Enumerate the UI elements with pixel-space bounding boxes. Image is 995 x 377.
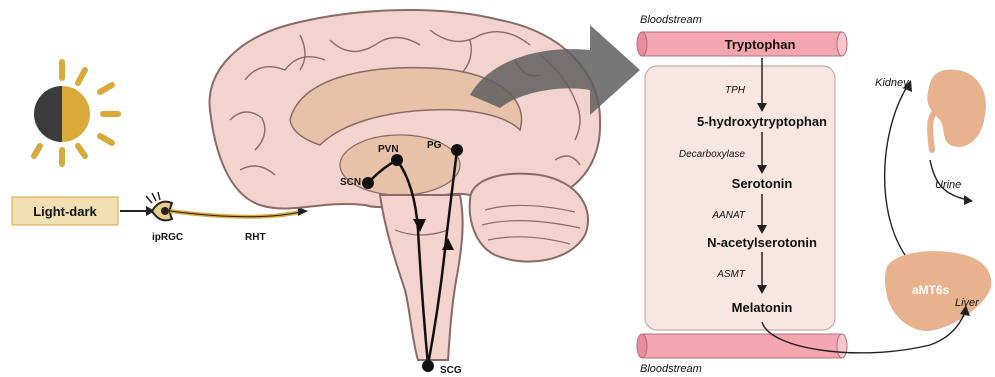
scn-label: SCN bbox=[340, 177, 361, 188]
urine-label: Urine bbox=[935, 179, 961, 191]
decarboxylase-label: Decarboxylase bbox=[679, 149, 746, 160]
light-dark-label: Light-dark bbox=[33, 204, 97, 219]
rht-tract bbox=[170, 211, 300, 217]
scn-node bbox=[362, 177, 374, 189]
pineal-synthesis-panel bbox=[645, 66, 835, 330]
light-dark-box: Light-dark bbox=[12, 197, 118, 225]
iprgc-label: ipRGC bbox=[152, 232, 183, 243]
scg-label: SCG bbox=[440, 365, 462, 376]
bloodstream-bottom-tube bbox=[637, 334, 847, 358]
tph-label: TPH bbox=[725, 85, 746, 96]
rht-label: RHT bbox=[245, 232, 266, 243]
bloodstream-bottom-label: Bloodstream bbox=[640, 363, 702, 375]
kidney-icon bbox=[927, 70, 986, 150]
aanat-label: AANAT bbox=[711, 210, 745, 221]
bloodstream-top-label: Bloodstream bbox=[640, 14, 702, 26]
pg-label: PG bbox=[427, 140, 442, 151]
serotonin-label: Serotonin bbox=[732, 176, 793, 191]
amt6s-label: aMT6s bbox=[912, 283, 950, 297]
pg-node bbox=[451, 144, 463, 156]
n-acetylserotonin-label: N-acetylserotonin bbox=[707, 235, 817, 250]
pvn-node bbox=[391, 154, 403, 166]
pvn-label: PVN bbox=[378, 144, 399, 155]
light-dark-sun-icon bbox=[34, 62, 118, 164]
scg-node bbox=[422, 360, 434, 372]
eye-icon bbox=[146, 192, 172, 220]
liver-to-kidney-arrow bbox=[885, 85, 908, 255]
hydroxytryptophan-label: 5-hydroxytryptophan bbox=[697, 114, 827, 129]
melatonin-label: Melatonin bbox=[732, 300, 793, 315]
light-to-eye-arrow bbox=[120, 206, 155, 216]
asmt-label: ASMT bbox=[716, 269, 746, 280]
tryptophan-label: Tryptophan bbox=[725, 37, 796, 52]
liver-label: Liver bbox=[955, 297, 980, 309]
